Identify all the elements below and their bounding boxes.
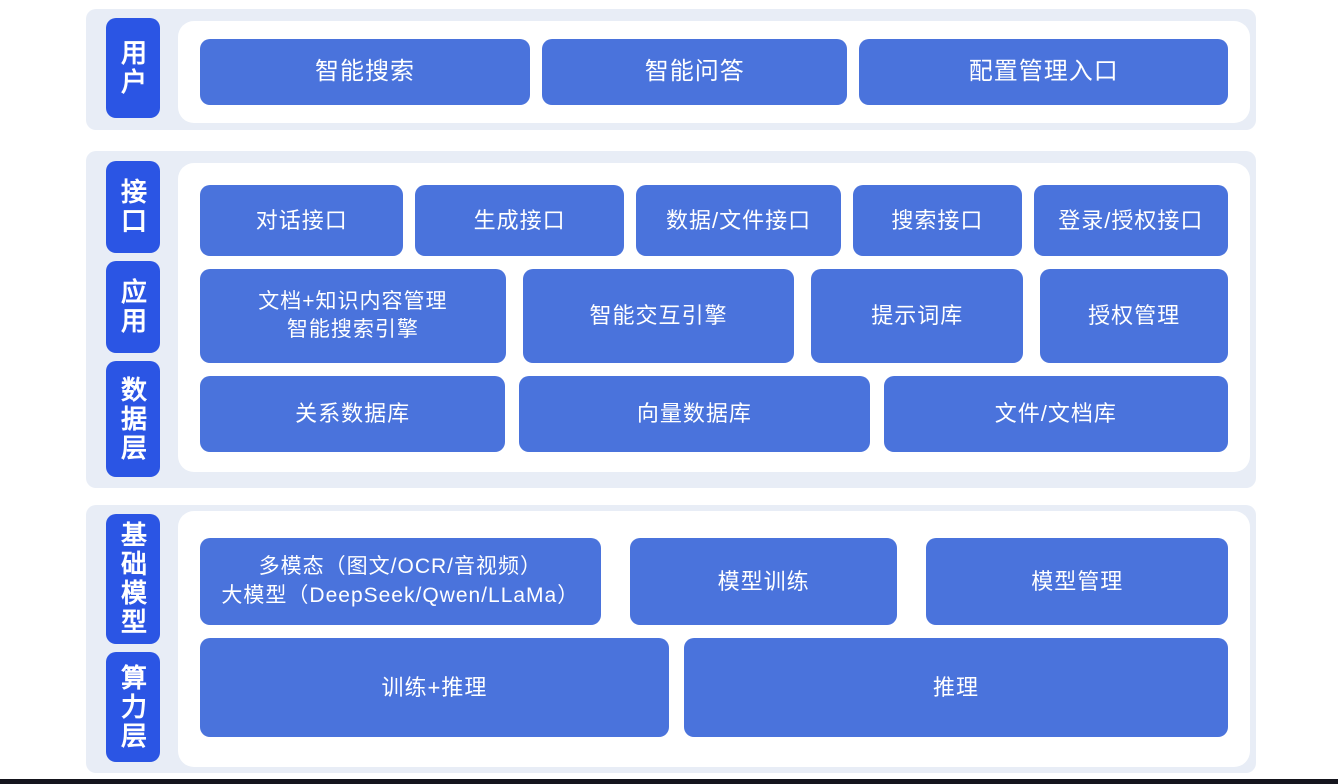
btn-training-plus-inference: 训练+推理 (200, 638, 669, 737)
row-user-entries: 智能搜索 智能问答 配置管理入口 (200, 39, 1228, 105)
middle-layers-label-column: 接口 应用 数据层 (86, 151, 160, 488)
user-layer-panel: 智能搜索 智能问答 配置管理入口 (178, 21, 1250, 123)
btn-doc-knowledge-search-engine: 文档+知识内容管理 智能搜索引擎 (200, 269, 506, 363)
row-interface: 对话接口 生成接口 数据/文件接口 搜索接口 登录/授权接口 (200, 185, 1228, 256)
btn-config-management-entry: 配置管理入口 (859, 39, 1228, 105)
section-interface-app-data: 接口 应用 数据层 对话接口 生成接口 数据/文件接口 搜索接口 登录/授权接口… (86, 151, 1256, 488)
layer-label-compute: 算力层 (106, 652, 160, 762)
btn-dialog-api: 对话接口 (200, 185, 404, 256)
layer-label-foundation-model: 基础模型 (106, 514, 160, 644)
bottom-layers-label-column: 基础模型 算力层 (86, 505, 160, 773)
btn-file-document-store: 文件/文档库 (883, 376, 1228, 452)
row-data: 关系数据库 向量数据库 文件/文档库 (200, 376, 1228, 452)
btn-inference: 推理 (683, 638, 1228, 737)
btn-vector-database: 向量数据库 (519, 376, 870, 452)
btn-model-management: 模型管理 (926, 538, 1228, 626)
row-foundation-model: 多模态（图文/OCR/音视频） 大模型（DeepSeek/Qwen/LLaMa）… (200, 538, 1228, 626)
btn-smart-interaction-engine: 智能交互引擎 (522, 269, 795, 363)
bottom-layers-panel: 多模态（图文/OCR/音视频） 大模型（DeepSeek/Qwen/LLaMa）… (178, 511, 1250, 767)
user-layer-label-column: 用户 (86, 9, 160, 130)
btn-model-training: 模型训练 (629, 538, 898, 626)
section-user-layer: 用户 智能搜索 智能问答 配置管理入口 (86, 9, 1256, 130)
row-application: 文档+知识内容管理 智能搜索引擎 智能交互引擎 提示词库 授权管理 (200, 269, 1228, 363)
layer-label-application: 应用 (106, 261, 160, 353)
layer-label-user: 用户 (106, 18, 160, 118)
btn-search-api: 搜索接口 (853, 185, 1022, 256)
bottom-border-line (0, 779, 1338, 784)
middle-layers-panel: 对话接口 生成接口 数据/文件接口 搜索接口 登录/授权接口 文档+知识内容管理… (178, 163, 1250, 472)
layer-label-data: 数据层 (106, 361, 160, 477)
layer-label-interface: 接口 (106, 161, 160, 253)
btn-prompt-library: 提示词库 (811, 269, 1024, 363)
btn-generation-api: 生成接口 (415, 185, 624, 256)
btn-login-auth-api: 登录/授权接口 (1033, 185, 1228, 256)
btn-authorization-management: 授权管理 (1040, 269, 1228, 363)
btn-data-file-api: 数据/文件接口 (635, 185, 842, 256)
btn-smart-qa: 智能问答 (541, 39, 848, 105)
btn-relational-database: 关系数据库 (200, 376, 506, 452)
btn-smart-search: 智能搜索 (200, 39, 530, 105)
btn-multimodal-large-model: 多模态（图文/OCR/音视频） 大模型（DeepSeek/Qwen/LLaMa） (200, 538, 601, 626)
row-compute: 训练+推理 推理 (200, 638, 1228, 737)
section-model-compute: 基础模型 算力层 多模态（图文/OCR/音视频） 大模型（DeepSeek/Qw… (86, 505, 1256, 773)
